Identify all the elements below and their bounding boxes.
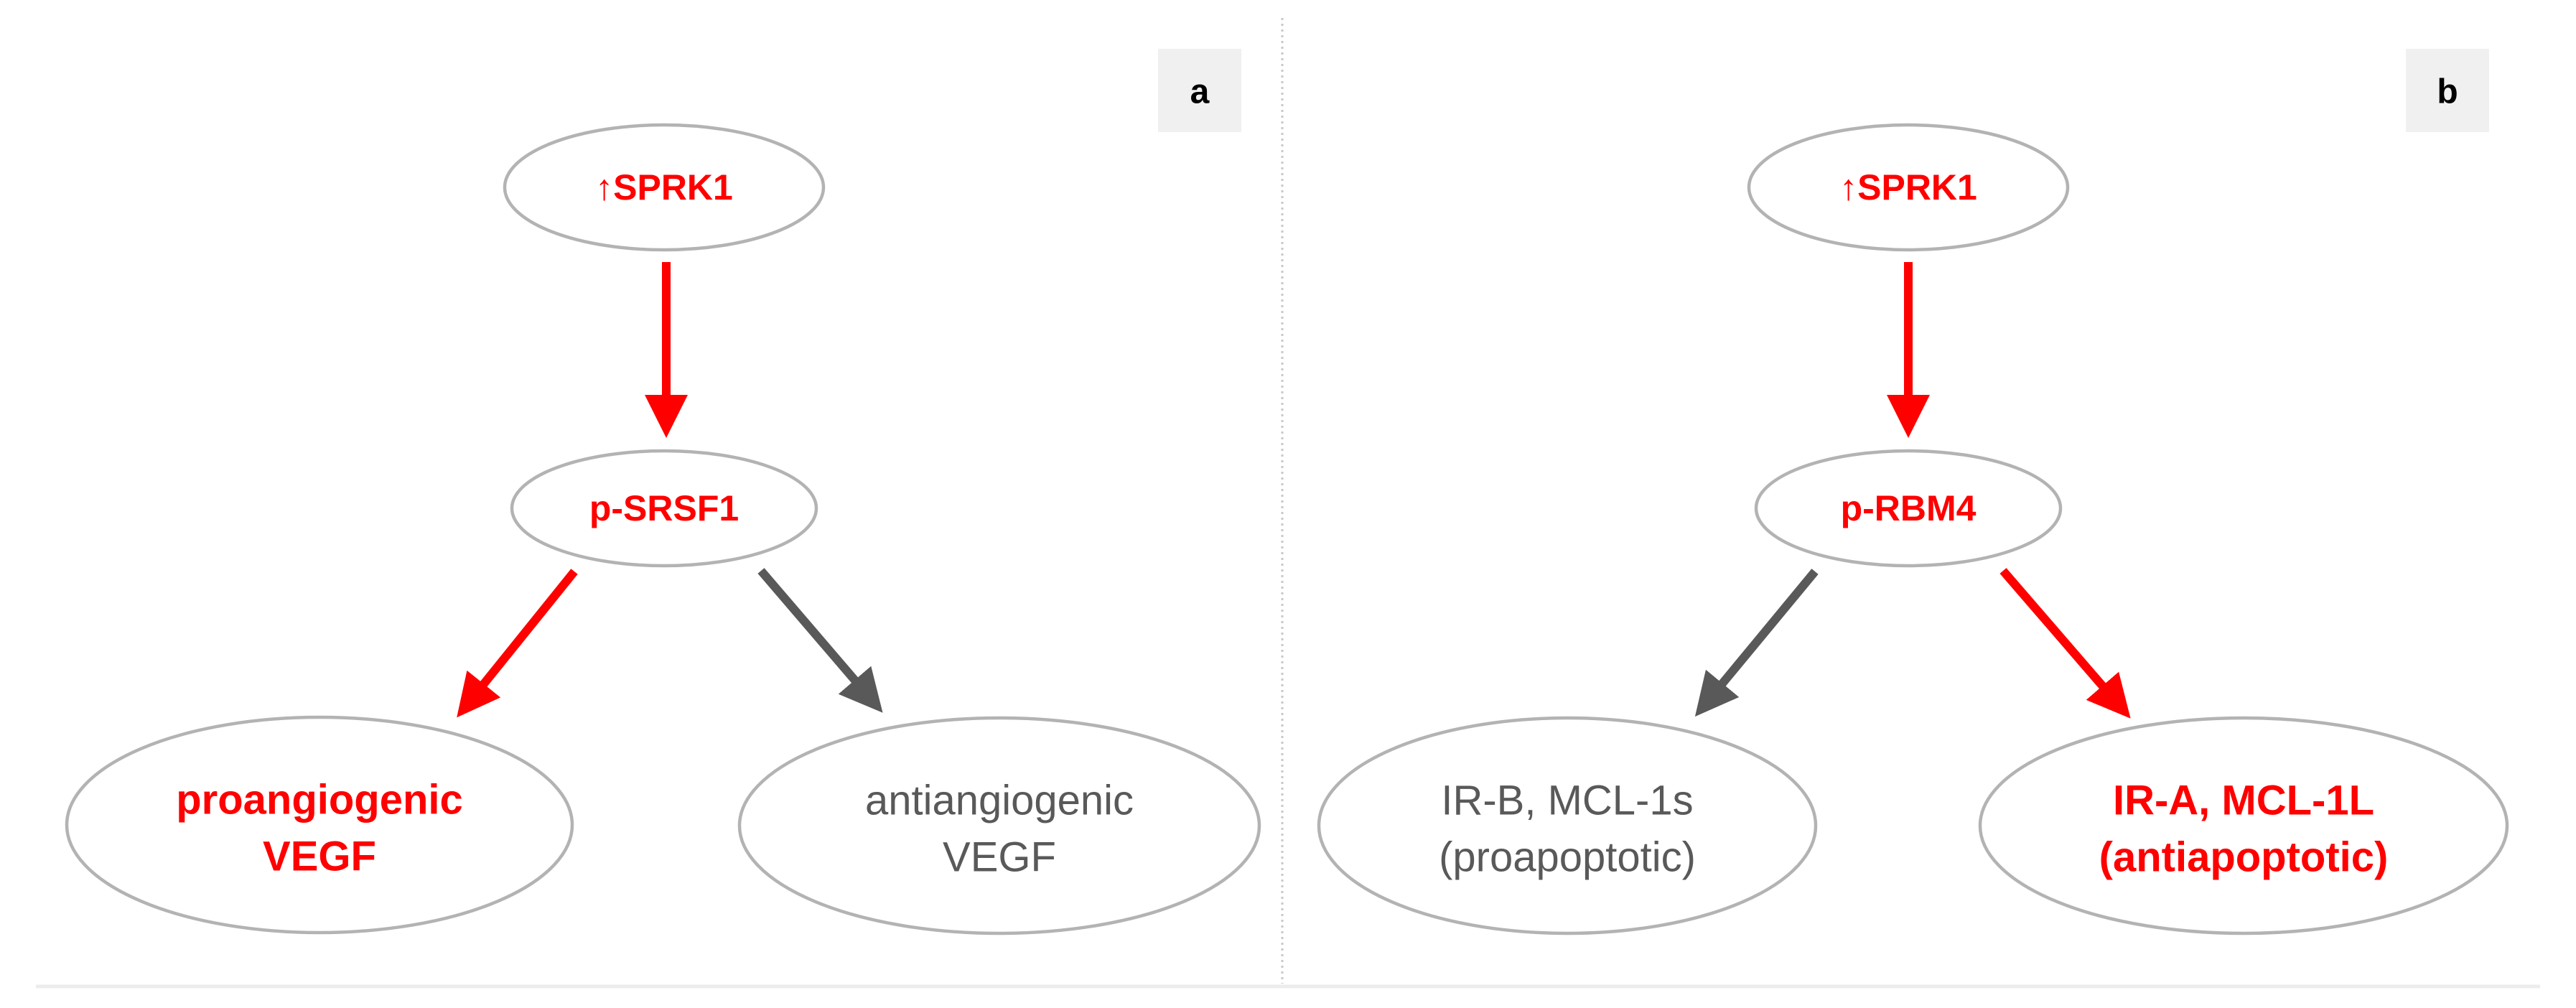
panel-b-node-proapoptotic-line1: IR-B, MCL-1s <box>1441 778 1693 824</box>
panel-b-node-sprk1-label: ↑SPRK1 <box>1839 167 1977 207</box>
panel-b-arrow-middle-to-right <box>1999 568 2131 719</box>
panel-b-node-p-rbm4 <box>1754 449 2063 568</box>
panel-b-label: b <box>2437 73 2458 111</box>
panel-a-node-p-srsf1 <box>510 449 818 568</box>
panel-a-node-proangiogenic-line2: VEGF <box>263 834 376 880</box>
panel-a: a ↑SPRK1 p-SRSF1 proangiogenic VEGF anti… <box>65 49 1261 935</box>
panel-a-node-antiangiogenic-line1: antiangiogenic <box>865 778 1134 824</box>
panel-b-node-antiapoptotic <box>1978 716 2509 935</box>
panel-a-node-sprk1 <box>503 123 826 252</box>
panel-a-node-p-srsf1-label: p-SRSF1 <box>589 488 739 528</box>
panel-b: b ↑SPRK1 p-RBM4 IR-B, MCL-1s (proapoptot… <box>1317 49 2509 935</box>
panel-a-node-sprk1-label: ↑SPRK1 <box>595 167 733 207</box>
panel-b-node-proapoptotic-line2: (proapoptotic) <box>1439 834 1696 881</box>
panel-b-node-sprk1 <box>1747 123 2070 252</box>
panel-b-node-p-rbm4-label: p-RBM4 <box>1841 488 1977 528</box>
panel-b-arrow-middle-to-left <box>1694 569 1819 717</box>
panel-a-node-proangiogenic <box>65 715 574 935</box>
panel-b-node-proapoptotic <box>1317 716 1818 935</box>
panel-a-arrow-middle-to-right <box>757 568 883 713</box>
panel-a-label-box <box>1158 49 1241 132</box>
panel-a-node-antiangiogenic-line2: VEGF <box>943 834 1056 881</box>
panel-a-node-proangiogenic-line1: proangiogenic <box>176 777 463 823</box>
panel-b-node-antiapoptotic-line1: IR-A, MCL-1L <box>2113 778 2374 824</box>
panel-a-node-antiangiogenic <box>737 716 1261 935</box>
panel-a-arrow-middle-to-left <box>457 569 578 718</box>
panel-b-node-antiapoptotic-line2: (antiapoptotic) <box>2099 834 2389 881</box>
panel-b-label-box <box>2406 49 2489 132</box>
panel-a-label: a <box>1190 73 1210 111</box>
